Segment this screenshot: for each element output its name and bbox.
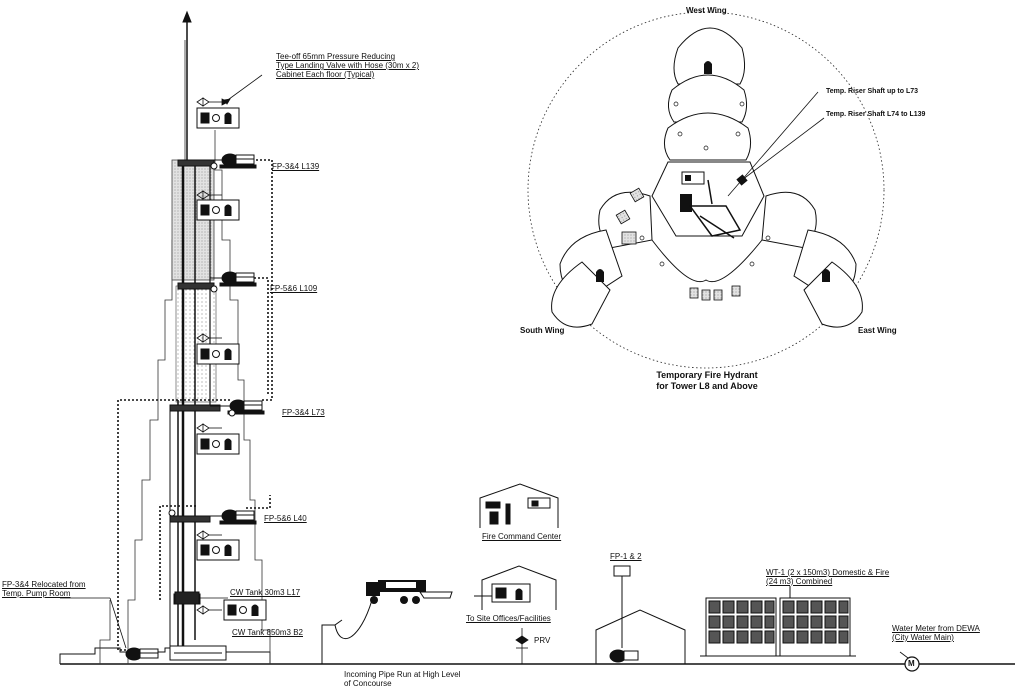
water-meter-symbol-letter: M (908, 659, 915, 668)
riser-note: Tee-off 65mm Pressure Reducing Type Land… (276, 52, 419, 79)
incoming-pipe-line-1: Incoming Pipe Run at High Level (344, 670, 461, 679)
fp12-label: FP-1 & 2 (610, 552, 642, 561)
water-meter-line-2: (City Water Main) (892, 633, 954, 642)
plan-caption-line-2: for Tower L8 and Above (656, 381, 758, 391)
tank-b2-label: CW Tank 850m3 B2 (232, 628, 303, 637)
plan-hatch-cores (615, 187, 741, 301)
fp12-shed (595, 565, 686, 664)
south-wing-label: South Wing (520, 326, 565, 335)
east-wing-label: East Wing (858, 326, 897, 335)
tank-l17-label: CW Tank 30m3 L17 (230, 588, 301, 597)
pump-label-l139: FP-3&4 L139 (272, 162, 320, 171)
riser-shaft-1-label: Temp. Riser Shaft up to L73 (826, 88, 919, 95)
pump-connections (168, 159, 236, 517)
site-offices-label: To Site Offices/Facilities (466, 614, 551, 623)
tower-plan-view (527, 11, 885, 369)
leader-lines (60, 74, 263, 649)
riser-note-line-2: Type Landing Valve with Hose (30m x 2) (276, 61, 420, 70)
site-offices-building (474, 565, 557, 610)
riser-note-line-3: Cabinet Each floor (Typical) (276, 70, 375, 79)
relocated-note-line-1: FP-3&4 Relocated from (2, 580, 86, 589)
wt1-tank-array (700, 586, 856, 657)
relocated-note-line-2: Temp. Pump Room (2, 589, 71, 598)
riser-shaft-2-label: Temp. Riser Shaft L74 to L139 (826, 111, 926, 118)
incoming-pipe-line-2: of Concourse (344, 679, 392, 688)
prv-valve-symbol (515, 628, 529, 664)
prv-label: PRV (534, 636, 551, 645)
pump-label-l73: FP-3&4 L73 (282, 408, 325, 417)
water-meter-symbol (899, 651, 920, 672)
wt1-label-line-2: (24 m3) Combined (766, 577, 833, 586)
water-meter-line-1: Water Meter from DEWA (892, 624, 980, 633)
fire-command-center-building (479, 483, 559, 528)
wt1-label-line-1: WT-1 (2 x 150m3) Domestic & Fire (766, 568, 890, 577)
cw-tank-b2 (169, 645, 227, 661)
cw-tank-l17 (174, 591, 200, 605)
hose-line (334, 599, 373, 640)
relocated-note: FP-3&4 Relocated from Temp. Pump Room (2, 580, 86, 598)
concourse-slab (59, 647, 271, 664)
water-meter-label: Water Meter from DEWA (City Water Main) (892, 624, 980, 642)
plan-caption: Temporary Fire Hydrant for Tower L8 and … (632, 370, 782, 392)
hose-to-ground (321, 624, 335, 664)
wt1-label: WT-1 (2 x 150m3) Domestic & Fire (24 m3)… (766, 568, 889, 586)
west-wing-label: West Wing (686, 6, 727, 15)
pump-label-l109: FP-5&6 L109 (270, 284, 318, 293)
dump-truck-icon (366, 580, 453, 604)
pump-label-l40: FP-5&6 L40 (264, 514, 307, 523)
plan-caption-line-1: Temporary Fire Hydrant (656, 370, 758, 380)
incoming-pipe-note: Incoming Pipe Run at High Level of Conco… (344, 670, 461, 688)
pump-sets (125, 153, 639, 663)
dashed-temp-lines (117, 159, 273, 651)
landing-valve-cabinets (196, 107, 267, 621)
riser-note-line-1: Tee-off 65mm Pressure Reducing (276, 52, 396, 61)
fire-command-center-label: Fire Command Center (482, 532, 562, 541)
